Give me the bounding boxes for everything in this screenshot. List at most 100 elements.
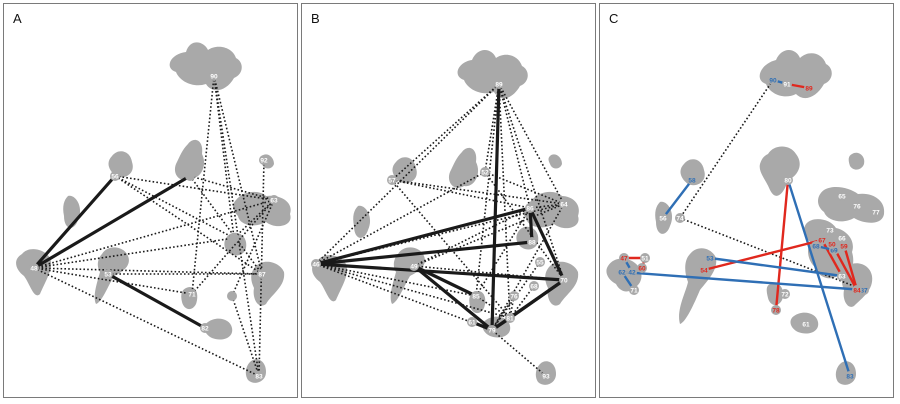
node-c63: 63 [837,271,847,281]
node-c51: 51 [640,253,650,263]
region-blobs [606,50,885,385]
node-63: 63 [269,195,279,205]
node-b68: 68 [529,281,539,291]
node-c72: 72 [780,289,790,299]
edges-layer [314,82,566,377]
node-label: 48 [30,265,38,272]
node-label: 88 [528,239,536,246]
node-label: 69 [830,247,838,254]
panel-label: C [609,11,619,26]
node-label: 78 [772,307,780,314]
region-blobs [16,42,291,383]
node-label: 56 [659,215,667,222]
node-label: 68 [812,243,820,250]
edge-solid-b46-b70 [314,262,566,282]
edge-dotted-c74-c87 [679,217,865,291]
node-c78: 78 [771,305,781,315]
node-marker [658,213,668,223]
edge-dotted-b93-b79 [491,329,547,377]
node-b49: 49 [409,261,419,271]
edge-dotted-89-b46 [315,83,500,265]
node-c42: 42 [627,267,637,277]
edge-dotted-b46-b81 [315,263,511,319]
node-marker [617,267,627,277]
node-marker [471,291,481,301]
node-label: 86 [526,205,534,212]
edge-solid-b81-b70 [508,278,566,320]
node-marker [705,253,715,263]
node-label: 51 [641,255,649,262]
node-marker [311,259,321,269]
node-marker [804,83,814,93]
edge-solid-b88-b86 [528,206,534,244]
edge-red-c54-c67 [702,238,824,272]
edge-solid-53-82 [106,272,207,330]
node-label: 90 [769,77,777,84]
node-c47: 47 [619,253,629,263]
node-b61: 61 [467,317,477,327]
edge-solid-48-a1 [32,174,192,270]
node-c53: 53 [705,253,715,263]
edge-solid-b49-b79 [412,264,494,332]
node-a3 [227,291,237,301]
node-c65: 65 [837,191,847,201]
node-c84: 84 [852,285,862,295]
node-label: 87 [860,287,868,294]
node-marker [827,239,837,249]
node-c90: 90 [768,75,778,85]
node-b55: 55 [535,257,545,267]
node-label: 83 [846,373,854,380]
edge-solid-b70-b86 [528,206,566,282]
edge-solid-b49-b85 [412,264,478,298]
edge-solid-89-b79 [490,82,501,332]
node-90: 90 [209,71,219,81]
node-marker [254,371,264,381]
node-marker [229,233,239,243]
edge-dotted-a3-83 [231,295,260,377]
edge-dotted-48-87 [33,267,263,275]
node-marker [110,171,120,181]
node-label: 89 [495,81,503,88]
node-label: 93 [542,373,550,380]
node-label: 71 [188,291,196,298]
edge-dotted-48-71 [33,267,193,295]
node-label: 56 [111,173,119,180]
panel-label: B [311,11,320,26]
node-marker [467,317,477,327]
node-a2 [229,233,239,243]
edge-dotted-b52-b64 [484,171,565,205]
edge-dotted-90-71 [191,75,215,295]
node-marker [209,71,219,81]
edges-layer [32,75,275,377]
node-marker [257,269,267,279]
node-b79: 79 [487,325,497,335]
node-label: 53 [706,255,714,262]
node-marker [699,265,709,275]
node-label: 52 [481,169,489,176]
node-marker [780,289,790,299]
node-c60: 60 [637,263,647,273]
node-label: 80 [784,177,792,184]
node-label: 47 [620,255,628,262]
edge-dotted-b49-b64 [413,203,565,267]
node-marker [387,175,397,185]
node-b52: 52 [480,167,490,177]
node-b81: 81 [505,313,515,323]
node-marker [259,155,269,165]
node-c77: 77 [871,207,881,217]
node-b88: 88 [527,237,537,247]
node-c68: 68 [811,241,821,251]
edge-dotted-89-b70 [498,83,565,281]
node-marker [559,275,569,285]
node-marker [487,325,497,335]
node-label: 62 [618,269,626,276]
node-marker [541,371,551,381]
node-marker [837,271,847,281]
node-label: 63 [270,197,278,204]
node-label: 63 [838,273,846,280]
node-c83: 83 [845,371,855,381]
node-c89: 89 [804,83,814,93]
